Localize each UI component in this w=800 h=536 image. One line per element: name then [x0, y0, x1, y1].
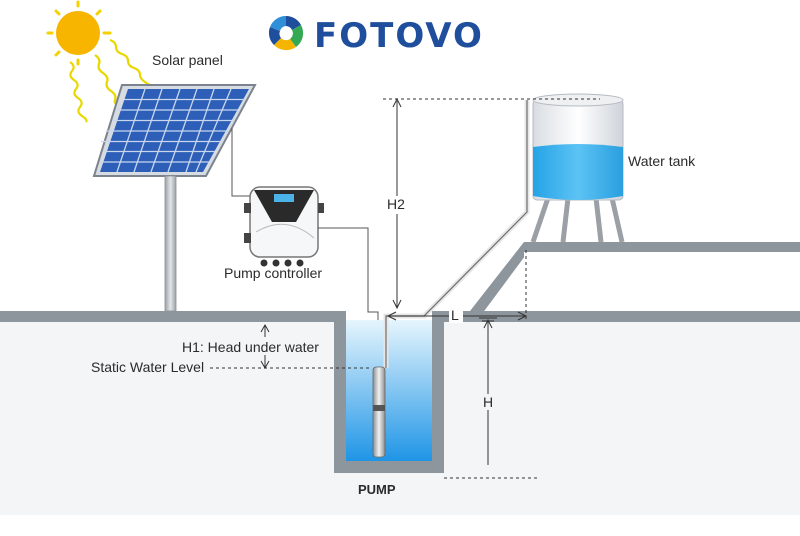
brand-name: FOTOVO: [314, 16, 484, 56]
sun-icon: [46, 0, 112, 66]
h1-dimension: [210, 323, 370, 370]
ground-surface-right: [476, 311, 800, 322]
h-dimension: [444, 317, 540, 479]
pump-controller-label: Pump controller: [224, 265, 322, 281]
water-tank: [530, 93, 625, 243]
panel-pole: [164, 175, 177, 312]
water-tank-label: Water tank: [628, 153, 696, 169]
l-label: L: [451, 307, 459, 323]
h-label-bg: [480, 394, 496, 410]
h2-label: H2: [387, 196, 405, 212]
l-label-bg: [449, 307, 463, 323]
solar-panel-label: Solar panel: [152, 52, 223, 68]
well-water: [346, 320, 432, 461]
well-structure: [334, 311, 444, 473]
pump-controller: [244, 186, 324, 267]
ground-surface-left: [0, 311, 340, 322]
static-water-level-label: Static Water Level: [91, 359, 204, 375]
ground-slope: [432, 242, 800, 322]
h1-label: H1: Head under water: [182, 339, 319, 355]
pump-label: PUMP: [358, 482, 396, 497]
solar-panel: [92, 84, 257, 177]
h2-label-bg: [384, 196, 410, 214]
panel-wire: [231, 128, 250, 197]
h-label: H: [483, 394, 493, 410]
sun-rays: [69, 38, 151, 123]
logo-icon: [268, 15, 304, 51]
brand-logo: FOTOVO: [268, 15, 484, 56]
embankment: [524, 252, 800, 311]
submersible-pump: [372, 366, 386, 458]
